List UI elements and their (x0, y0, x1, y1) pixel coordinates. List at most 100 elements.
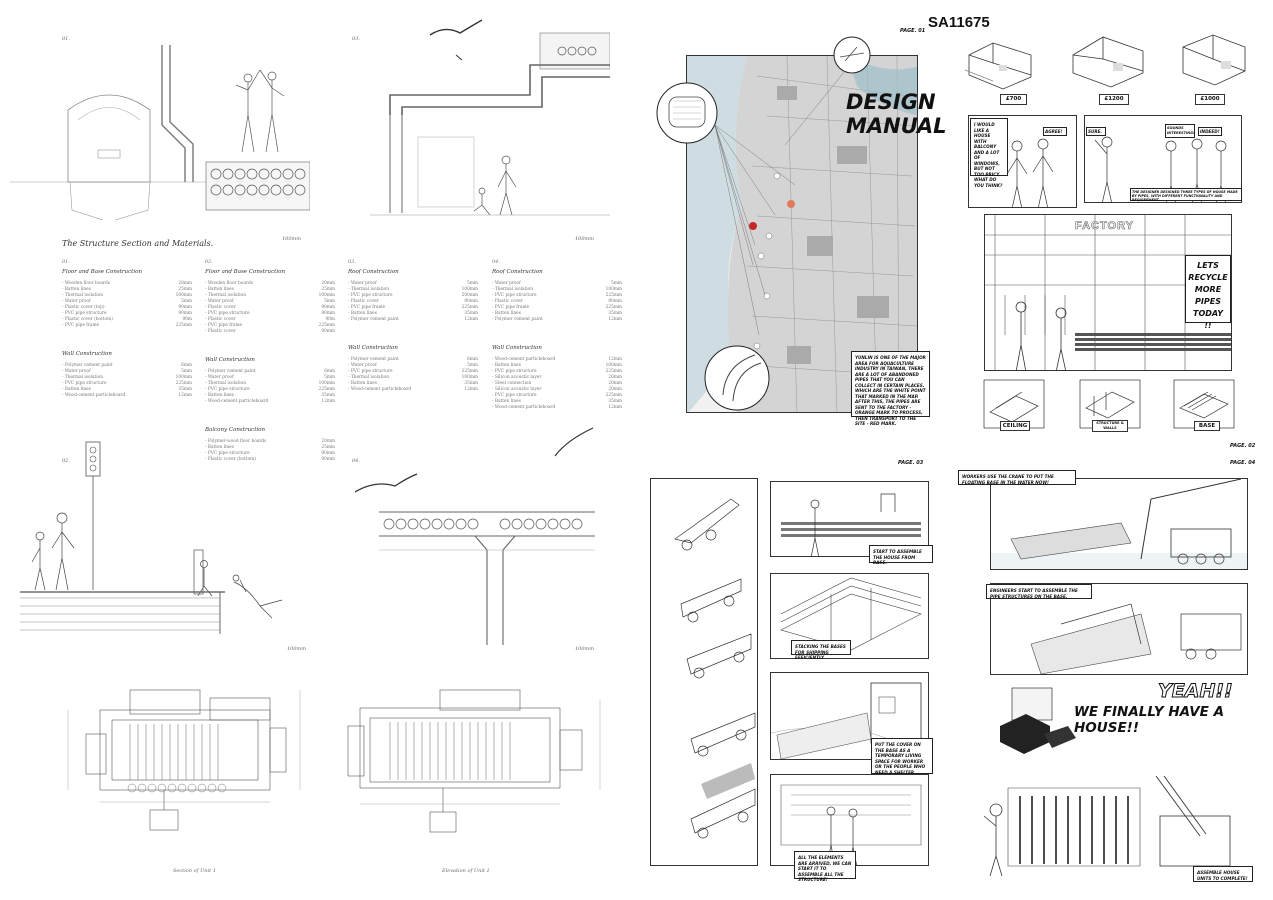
bubble-indeed: INDEED! (1198, 127, 1222, 136)
map-image (687, 56, 917, 412)
price-tag-2: £1200 (1099, 94, 1129, 105)
caption-crane: WORKERS USE THE CRANE TO PUT THE FLOATIN… (958, 470, 1076, 485)
page-number: PAGE. 04 (1230, 460, 1256, 466)
col-number: 01. (62, 259, 70, 265)
caption-arrived: ALL THE ELEMENTS ARE ARRIVED, WE CAN STA… (794, 851, 856, 882)
materials-col-1: 01. Floor and Base Construction - Wooden… (62, 259, 192, 399)
page-number: PAGE. 01 (900, 28, 926, 34)
material-row: - Plastic cover (bottom)90mm (205, 457, 335, 462)
finally-house-shout: WE FINALLY HAVE A HOUSE!! (1074, 704, 1225, 736)
part-label-base: BASE (1194, 421, 1220, 431)
drawing-number: 01. (62, 36, 70, 42)
materials-col-2: 02. Floor and Base Construction - Wooden… (205, 259, 335, 463)
block-heading: Floor and Base Construction (205, 269, 285, 275)
factory-marker (787, 200, 795, 208)
title-line-2: MANUAL (846, 114, 947, 138)
elevation-plan-unit-1 (347, 689, 601, 833)
section-drawing-02 (20, 441, 283, 634)
block-heading: Wall Construction (492, 345, 542, 351)
block-heading: Wall Construction (205, 357, 255, 363)
plan-caption: Section of Unit 1 (173, 868, 216, 874)
scale-label: 100mm (575, 646, 595, 652)
col-number: 04. (492, 259, 500, 265)
bubble-interesting: SOUNDS INTERESTING! (1165, 124, 1195, 138)
caption-start-assemble: START TO ASSEMBLE THE HOUSE FROM BASE. (869, 545, 933, 565)
plan-caption: Elevation of Unit 1 (442, 868, 490, 874)
block-heading: Wall Construction (62, 351, 112, 357)
block-heading: Balcony Construction (205, 427, 266, 433)
block-heading: Roof Construction (348, 269, 399, 275)
section-drawing-03 (370, 19, 610, 216)
section-drawing-04 (355, 427, 595, 645)
scale-label: 100mm (287, 646, 307, 652)
map-note: YUNLIN IS ONE OF THE MAJOR AREA FOR AQUA… (851, 351, 930, 426)
material-row: - Plastic cover (top)90mm (62, 305, 192, 310)
block-heading: Floor and Base Construction (62, 269, 142, 275)
bubble-question: I WOULD LIKE A HOUSE WITH BALCONY AND A … (970, 118, 1008, 188)
col-number: 03. (348, 259, 356, 265)
site-marker (749, 222, 757, 230)
house-unit-models (1000, 687, 1076, 754)
drawing-number: 04. (352, 458, 360, 464)
bubble-agree: AGREE! (1043, 127, 1067, 136)
title-line-1: DESIGN (846, 90, 936, 114)
material-row: - Plastic cover (bottom)90m (62, 317, 192, 322)
block-heading: Roof Construction (492, 269, 543, 275)
comic-panel-assemble-base (770, 481, 929, 557)
transport-strip (650, 478, 758, 866)
section-drawing-01 (10, 45, 310, 220)
section-title: The Structure Section and Materials. (62, 239, 214, 248)
part-label-ceiling: CEILING (1000, 421, 1030, 431)
drawing-number: 02. (62, 458, 70, 464)
caption-cover: PUT THE COVER ON THE BASE AS A TEMPORARY… (871, 738, 933, 780)
caption-engineers: ENGINEERS START TO ASSEMBLE THE PIPE STR… (986, 584, 1092, 599)
yeah-shout: YEAH!! (1158, 680, 1234, 703)
part-label-structure: STRUCTURE & WALLS (1092, 420, 1128, 432)
scale-label: 100mm (575, 236, 595, 242)
